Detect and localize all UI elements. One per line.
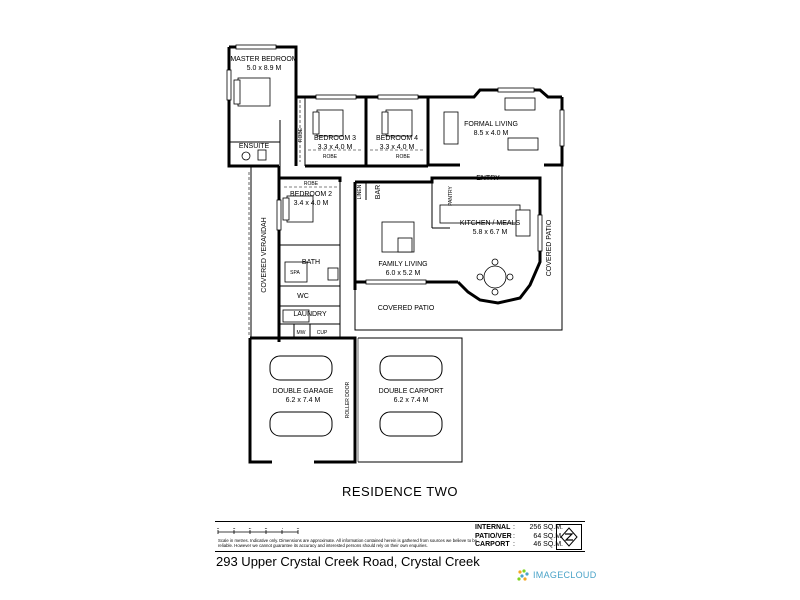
car-icon [269,411,333,437]
label-roller-door: ROLLER DOOR [345,381,351,418]
car-icon [269,355,333,381]
scale-tick: 3 [265,528,268,531]
area-row-carport: CARPORT : 46 SQ.M. [475,541,563,548]
north-arrow-logo [556,524,582,550]
area-label: INTERNAL [475,524,511,531]
scale-tick: 2 [249,528,252,531]
outdoor-boundaries [248,165,563,463]
label-mw: MW [297,330,306,336]
label-master-bedroom: MASTER BEDROOM [230,56,297,63]
label-covered-verandah: COVERED VERANDAH [261,217,268,292]
garage-cars [269,355,443,437]
area-value: 46 SQ.M. [533,541,563,548]
compass-icon [560,527,578,547]
brand-name: IMAGECLOUD [533,570,597,580]
car-icon [379,355,443,381]
label-entry: ENTRY [476,175,500,182]
label-ensuite: ENSUITE [239,143,270,150]
plan-title: RESIDENCE TWO [341,484,459,499]
label-cup: CUP [317,330,328,336]
car-icon [379,411,443,437]
footer-divider [215,521,585,522]
label-linen: LINEN [357,184,363,199]
label-robe-master: ROBE [298,127,304,142]
property-address: 293 Upper Crystal Creek Road, Crystal Cr… [216,554,480,569]
label-wc: WC [297,293,309,300]
area-label: PATIO/VER [475,532,512,540]
label-pantry: PANTRY [448,185,454,205]
brand-logo: IMAGECLOUD [516,568,597,582]
size-bedroom3: 3.3 x 4.0 M [318,144,353,151]
windows [226,44,565,285]
label-double-garage: DOUBLE GARAGE [273,388,334,395]
label-bedroom4: BEDROOM 4 [376,135,418,142]
interior-walls [229,97,450,338]
size-double-carport: 6.2 x 7.4 M [394,397,429,404]
label-spa: SPA [290,270,300,276]
floor-plan: MASTER BEDROOM 5.0 x 8.9 M ENSUITE ROBE … [226,44,565,464]
size-bedroom2: 3.4 x 4.0 M [294,200,329,207]
area-label: CARPORT [475,541,510,548]
label-covered-patio-right: COVERED PATIO [546,219,553,276]
label-bar: BAR [375,185,382,199]
scale-bar: 0 1 2 3 4 5 [217,528,300,534]
label-bedroom2: BEDROOM 2 [290,191,332,198]
cloud-logo-icon [517,569,529,581]
area-value: 256 SQ.M. [529,524,563,531]
scale-tick: 4 [281,528,284,531]
label-formal-living: FORMAL LIVING [464,121,518,128]
label-bedroom3: BEDROOM 3 [314,135,356,142]
area-value: 64 SQ.M. [533,532,563,540]
scale-tick: 0 [217,528,220,531]
label-robe-bedroom3: ROBE [323,154,338,160]
label-robe-bedroom4: ROBE [396,154,411,160]
room-labels: MASTER BEDROOM 5.0 x 8.9 M ENSUITE ROBE … [230,56,553,418]
size-master-bedroom: 5.0 x 8.9 M [247,65,282,72]
size-kitchen: 5.8 x 6.7 M [473,229,508,236]
size-family-living: 6.0 x 5.2 M [386,270,421,277]
scale-tick: 5 [297,528,300,531]
size-formal-living: 8.5 x 4.0 M [474,130,509,137]
label-robe-bedroom2: ROBE [304,181,319,187]
label-laundry: LAUNDRY [293,311,327,318]
area-row-internal: INTERNAL : 256 SQ.M. [475,524,563,531]
size-double-garage: 6.2 x 7.4 M [286,397,321,404]
label-covered-patio-center: COVERED PATIO [378,305,435,312]
area-summary: INTERNAL : 256 SQ.M. PATIO/VER : 64 SQ.M… [475,524,563,550]
label-family-living: FAMILY LIVING [378,261,427,268]
disclaimer-text: Scale in metres. Indicative only. Dimens… [218,538,478,548]
label-double-carport: DOUBLE CARPORT [379,388,445,395]
footer-divider [215,551,585,552]
label-bath: BATH [302,259,320,266]
size-bedroom4: 3.3 x 4.0 M [380,144,415,151]
furniture [233,77,539,323]
area-row-patio: PATIO/VER : 64 SQ.M. [475,532,563,540]
label-kitchen: KITCHEN / MEALS [460,220,521,227]
scale-tick: 1 [233,528,236,531]
